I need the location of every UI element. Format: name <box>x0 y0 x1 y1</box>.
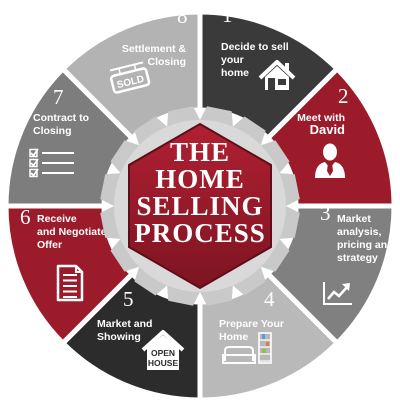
checklist-icon <box>29 148 74 178</box>
step-7-number: 7 <box>53 85 64 109</box>
furniture-icon <box>222 332 272 364</box>
businessman-icon <box>315 143 345 178</box>
house-icon <box>258 60 296 90</box>
svg-text:OPEN: OPEN <box>151 348 175 358</box>
sold-sign-icon: SOLD <box>109 61 151 94</box>
svg-text:HOUSE: HOUSE <box>148 358 179 368</box>
step-6-number: 6 <box>20 205 31 229</box>
step-8-label: Settlement &Closing <box>122 43 187 68</box>
step-4-number: 4 <box>264 287 275 311</box>
step-1-number: 1 <box>222 3 233 27</box>
rising-chart-icon <box>323 282 352 305</box>
step-2-number: 2 <box>338 84 349 108</box>
document-icon <box>56 264 84 302</box>
step-5-number: 5 <box>123 287 134 311</box>
step-8-number: 8 <box>177 4 188 28</box>
step-3-number: 3 <box>320 201 331 225</box>
center-hexagon <box>128 122 272 290</box>
